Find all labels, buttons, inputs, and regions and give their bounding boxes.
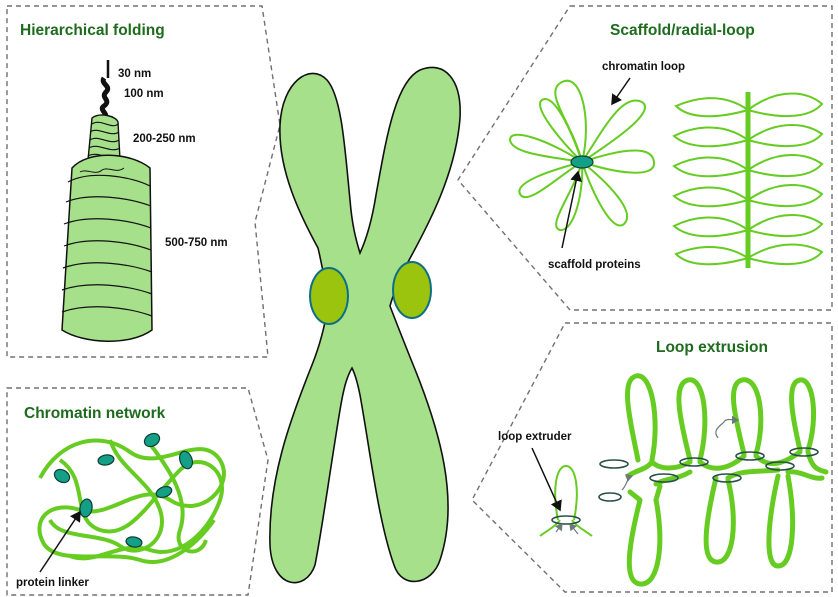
radial-loop-icon xyxy=(510,81,654,230)
label-100nm: 100 nm xyxy=(124,88,164,100)
chromosome-icon xyxy=(270,67,460,582)
extrusion-title: Loop extrusion xyxy=(656,339,768,356)
chromatin-loop-label: chromatin loop xyxy=(602,61,685,73)
hierarchical-fiber-icon xyxy=(62,60,152,341)
scaffold-title: Scaffold/radial-loop xyxy=(610,22,755,39)
label-500-750nm: 500-750 nm xyxy=(165,237,228,249)
protein-linker-label: protein linker xyxy=(16,577,89,589)
scaffold-proteins-label: scaffold proteins xyxy=(548,259,641,271)
network-icon xyxy=(39,431,223,562)
label-30nm: 30 nm xyxy=(118,68,151,80)
loop-extruder-label: loop extruder xyxy=(498,431,572,443)
scaffold-protein-disc xyxy=(571,156,593,168)
network-title: Chromatin network xyxy=(24,405,166,422)
centromere-left xyxy=(310,268,348,324)
label-200-250nm: 200-250 nm xyxy=(133,133,196,145)
hierarchical-title: Hierarchical folding xyxy=(20,22,165,39)
loop-array-icon xyxy=(674,92,822,268)
extrusion-icon xyxy=(540,376,826,584)
centromere-right xyxy=(393,262,431,318)
